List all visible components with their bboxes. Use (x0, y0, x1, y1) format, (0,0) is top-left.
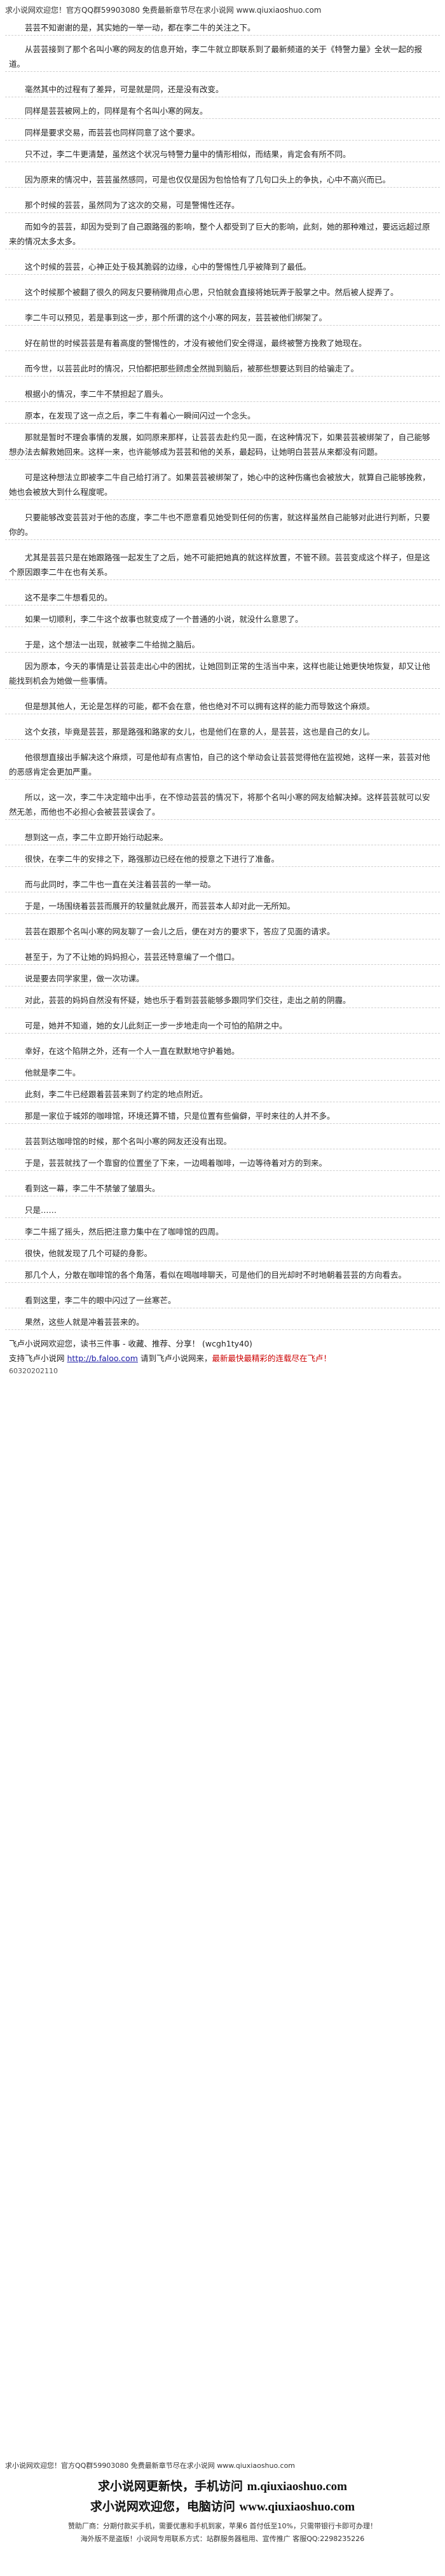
promo-text: 请到飞卢小说网来， (140, 1354, 212, 1363)
promo-text: 飞卢小说网欢迎您， (9, 1339, 81, 1348)
chapter-paragraph: 说是要去同学家里，做一次功课。 (5, 971, 440, 987)
chapter-paragraph: 很快，在李二牛的安排之下，路强那边已经在他的授意之下进行了准备。 (5, 852, 440, 867)
chapter-paragraph: 而如今的芸芸，却因为受到了自己跟路强的影响，整个人都受到了巨大的影响，此刻，她的… (5, 219, 440, 249)
chapter-paragraph: 这个时候那个被翻了很久的网友只要稍微用点心思，只怕就会直接将她玩弄于股掌之中。然… (5, 285, 440, 300)
chapter-paragraph: 果然，这些人就是冲着芸芸来的。 (5, 1315, 440, 1330)
chapter-paragraph: 所以，这一次，李二牛决定暗中出手，在不惊动芸芸的情况下，将那个名叫小寒的网友给解… (5, 790, 440, 820)
promo-code: (wcgh1ty40) (202, 1339, 252, 1348)
chapter-paragraph: 同样是芸芸被网上的，同样是有个名叫小寒的网友。 (5, 104, 440, 119)
promo-text: 读书三件事 - 收藏、推荐、分享！ (80, 1339, 200, 1348)
chapter-paragraph: 芸芸到达咖啡馆的时候，那个名叫小寒的网友还没有出现。 (5, 1134, 440, 1149)
chapter-paragraph: 此刻，李二牛已经跟着芸芸来到了约定的地点附近。 (5, 1087, 440, 1102)
chapter-paragraph: 只不过，李二牛更清楚，虽然这个状况与特警力量中的情形相似，而结果，肯定会有所不同… (5, 147, 440, 162)
footer-sponsor: 赞助厂商：分期付款买手机，需要优惠和手机到家，苹果6 首付低至10%，只需带银行… (68, 2522, 377, 2530)
chapter-paragraph: 同样是要求交易，而芸芸也同样同意了这个要求。 (5, 125, 440, 141)
chapter-paragraph: 但是想其他人，无论是怎样的可能，都不会在意，他也绝对不可以拥有这样的能力而导致这… (5, 699, 440, 714)
promo-block: 飞卢小说网欢迎您，读书三件事 - 收藏、推荐、分享！ (wcgh1ty40) 支… (5, 1336, 440, 1366)
top-banner: 求小说网欢迎您！官方QQ群59903080 免费最新章节尽在求小说网 www.q… (5, 6, 322, 15)
chapter-content: 芸芸不知谢谢的是，其实她的一举一动，都在李二牛的关注之下。从芸芸接到了那个名叫小… (5, 20, 440, 1330)
chapter-paragraph: 看到这里，李二牛的眼中闪过了一丝寒芒。 (5, 1293, 440, 1308)
chapter-paragraph: 那个时候的芸芸，虽然同为了这次的交易，可是警惕性还存。 (5, 198, 440, 213)
chapter-paragraph: 想到这一点，李二牛立即开始行动起来。 (5, 830, 440, 845)
promo-support: 支持飞卢小说网 (9, 1354, 65, 1363)
chapter-paragraph: 李二牛可以预见，若是事到这一步，那个所谓的这个小寒的网友，芸芸被他们绑架了。 (5, 310, 440, 326)
chapter-paragraph: 好在前世的时候芸芸是有着高度的警惕性的，才没有被他们安全得逞，最终被警方挽救了她… (5, 336, 440, 351)
chapter-paragraph: 对此，芸芸的妈妈自然没有怀疑，她也乐于看到芸芸能够多跟同学们交往，走出之前的阴霾… (5, 993, 440, 1008)
chapter-paragraph: 只要能够改变芸芸对于他的态度，李二牛也不愿意看见她受到任何的伤害，就这样虽然自己… (5, 510, 440, 540)
chapter-paragraph: 芸芸不知谢谢的是，其实她的一举一动，都在李二牛的关注之下。 (5, 20, 440, 36)
footer-mobile-label: 求小说网更新快，手机访问 (98, 2479, 243, 2493)
chapter-paragraph: 于是，这个想法一出现，就被李二牛给抛之脑后。 (5, 637, 440, 653)
chapter-paragraph: 而今世，以芸芸此时的情况，只怕都把那些顾虑全然抛到脑后，被那些想要达到目的给骗走… (5, 361, 440, 377)
chapter-paragraph: 这不是李二牛想看见的。 (5, 590, 440, 606)
chapter-paragraph: 如果一切顺利，李二牛这个故事也就变成了一个普通的小说，就没什么意思了。 (5, 612, 440, 627)
chapter-paragraph: 原本，在发现了这一点之后，李二牛有着心一瞬间闪过一个念头。 (5, 408, 440, 424)
footer-pc-label: 求小说网欢迎您，电脑访问 (90, 2500, 235, 2514)
chapter-paragraph: 而与此同时，李二牛也一直在关注着芸芸的一举一动。 (5, 877, 440, 892)
chapter-paragraph: 可是，她并不知道，她的女儿此刻正一步一步地走向一个可怕的陷阱之中。 (5, 1018, 440, 1034)
chapter-code: 60320202110 (9, 1367, 58, 1375)
chapter-paragraph: 他很想直接出手解决这个麻烦，可是他却有点害怕，自己的这个举动会让芸芸觉得他在监视… (5, 750, 440, 780)
chapter-paragraph: 从芸芸接到了那个名叫小寒的网友的信息开始，李二牛就立即联系到了最新频道的关于《特… (5, 42, 440, 72)
chapter-paragraph: 毫然其中的过程有了差异，可是就是同，还是没有改变。 (5, 82, 440, 97)
chapter-paragraph: 因为原本，今天的事情是让芸芸走出心中的困扰，让她回到正常的生活当中来，这样也能让… (5, 659, 440, 689)
footer: 求小说网欢迎您！官方QQ群59903080 免费最新章节尽在求小说网 www.q… (0, 2460, 445, 2544)
chapter-paragraph: 尤其是芸芸只是在她跟路强一起发生了之后，她不可能把她真的就这样放置，不管不顾。芸… (5, 550, 440, 580)
chapter-paragraph: 因为原来的情况中，芸芸虽然感同，可是也仅仅是因为包恰恰有了几句口头上的争执，心中… (5, 172, 440, 188)
footer-mobile-line: 求小说网更新快，手机访问 m.qiuxiaoshuo.com (0, 2477, 445, 2494)
chapter-paragraph: 这个时候的芸芸，心神正处于极其脆弱的边缘，心中的警惕性几乎被降到了最低。 (5, 260, 440, 275)
promo-link[interactable]: http://b.faloo.com (67, 1354, 138, 1363)
chapter-paragraph: 根据小的情况，李二牛不禁担起了眉头。 (5, 387, 440, 402)
chapter-paragraph: 看到这一幕，李二牛不禁皱了皱眉头。 (5, 1181, 440, 1196)
chapter-paragraph: 芸芸在跟那个名叫小寒的网友聊了一会儿之后，便在对方的要求下，答应了见面的请求。 (5, 924, 440, 939)
chapter-paragraph: 幸好，在这个陷阱之外，还有一个人一直在默默地守护着她。 (5, 1044, 440, 1059)
chapter-paragraph: 那是一家位于城郊的咖啡馆，环境还算不错，只是位置有些偏僻，平时来往的人并不多。 (5, 1109, 440, 1124)
chapter-paragraph: 他就是李二牛。 (5, 1065, 440, 1081)
footer-banner: 求小说网欢迎您！官方QQ群59903080 免费最新章节尽在求小说网 www.q… (5, 2462, 296, 2470)
footer-pc-line: 求小说网欢迎您，电脑访问 www.qiuxiaoshuo.com (0, 2497, 445, 2514)
footer-pc-url[interactable]: www.qiuxiaoshuo.com (239, 2500, 355, 2514)
chapter-paragraph: 于是，一场围绕着芸芸而展开的较量就此展开，而芸芸本人却对此一无所知。 (5, 899, 440, 914)
chapter-paragraph: 可是这种想法立即被李二牛自己给打消了。如果芸芸被绑架了，她心中的这种伤痛也会被放… (5, 470, 440, 500)
promo-highlight: 最新最快最精彩的连载尽在飞卢！ (212, 1354, 331, 1363)
chapter-paragraph: 只是…… (5, 1203, 440, 1218)
chapter-paragraph: 很快，他就发现了几个可疑的身影。 (5, 1246, 440, 1261)
chapter-paragraph: 那就是暂时不理会事情的发展，如同原来那样，让芸芸去赴约见一面，在这种情况下，如果… (5, 430, 440, 460)
footer-mobile-url[interactable]: m.qiuxiaoshuo.com (247, 2480, 347, 2493)
chapter-paragraph: 那几个人，分散在咖啡馆的各个角落，看似在喝咖啡聊天，可是他们的目光却时不时地朝着… (5, 1268, 440, 1283)
footer-contact: 海外版不是盗版！小说网专用联系方式：站群服务器租用、宣传推广 客服QQ:2298… (80, 2535, 365, 2543)
chapter-paragraph: 李二牛摇了摇头，然后把注意力集中在了咖啡馆的四周。 (5, 1224, 440, 1240)
chapter-paragraph: 于是，芸芸就找了一个靠窗的位置坐了下来，一边喝着咖啡，一边等待着对方的到来。 (5, 1156, 440, 1171)
chapter-paragraph: 这个女孩，毕竟是芸芸，那是路强和路家的女儿，也是他们在意的人，是芸芸，这也是自己… (5, 724, 440, 740)
chapter-paragraph: 甚至于，为了不让她的妈妈担心，芸芸还特意编了一个借口。 (5, 950, 440, 965)
